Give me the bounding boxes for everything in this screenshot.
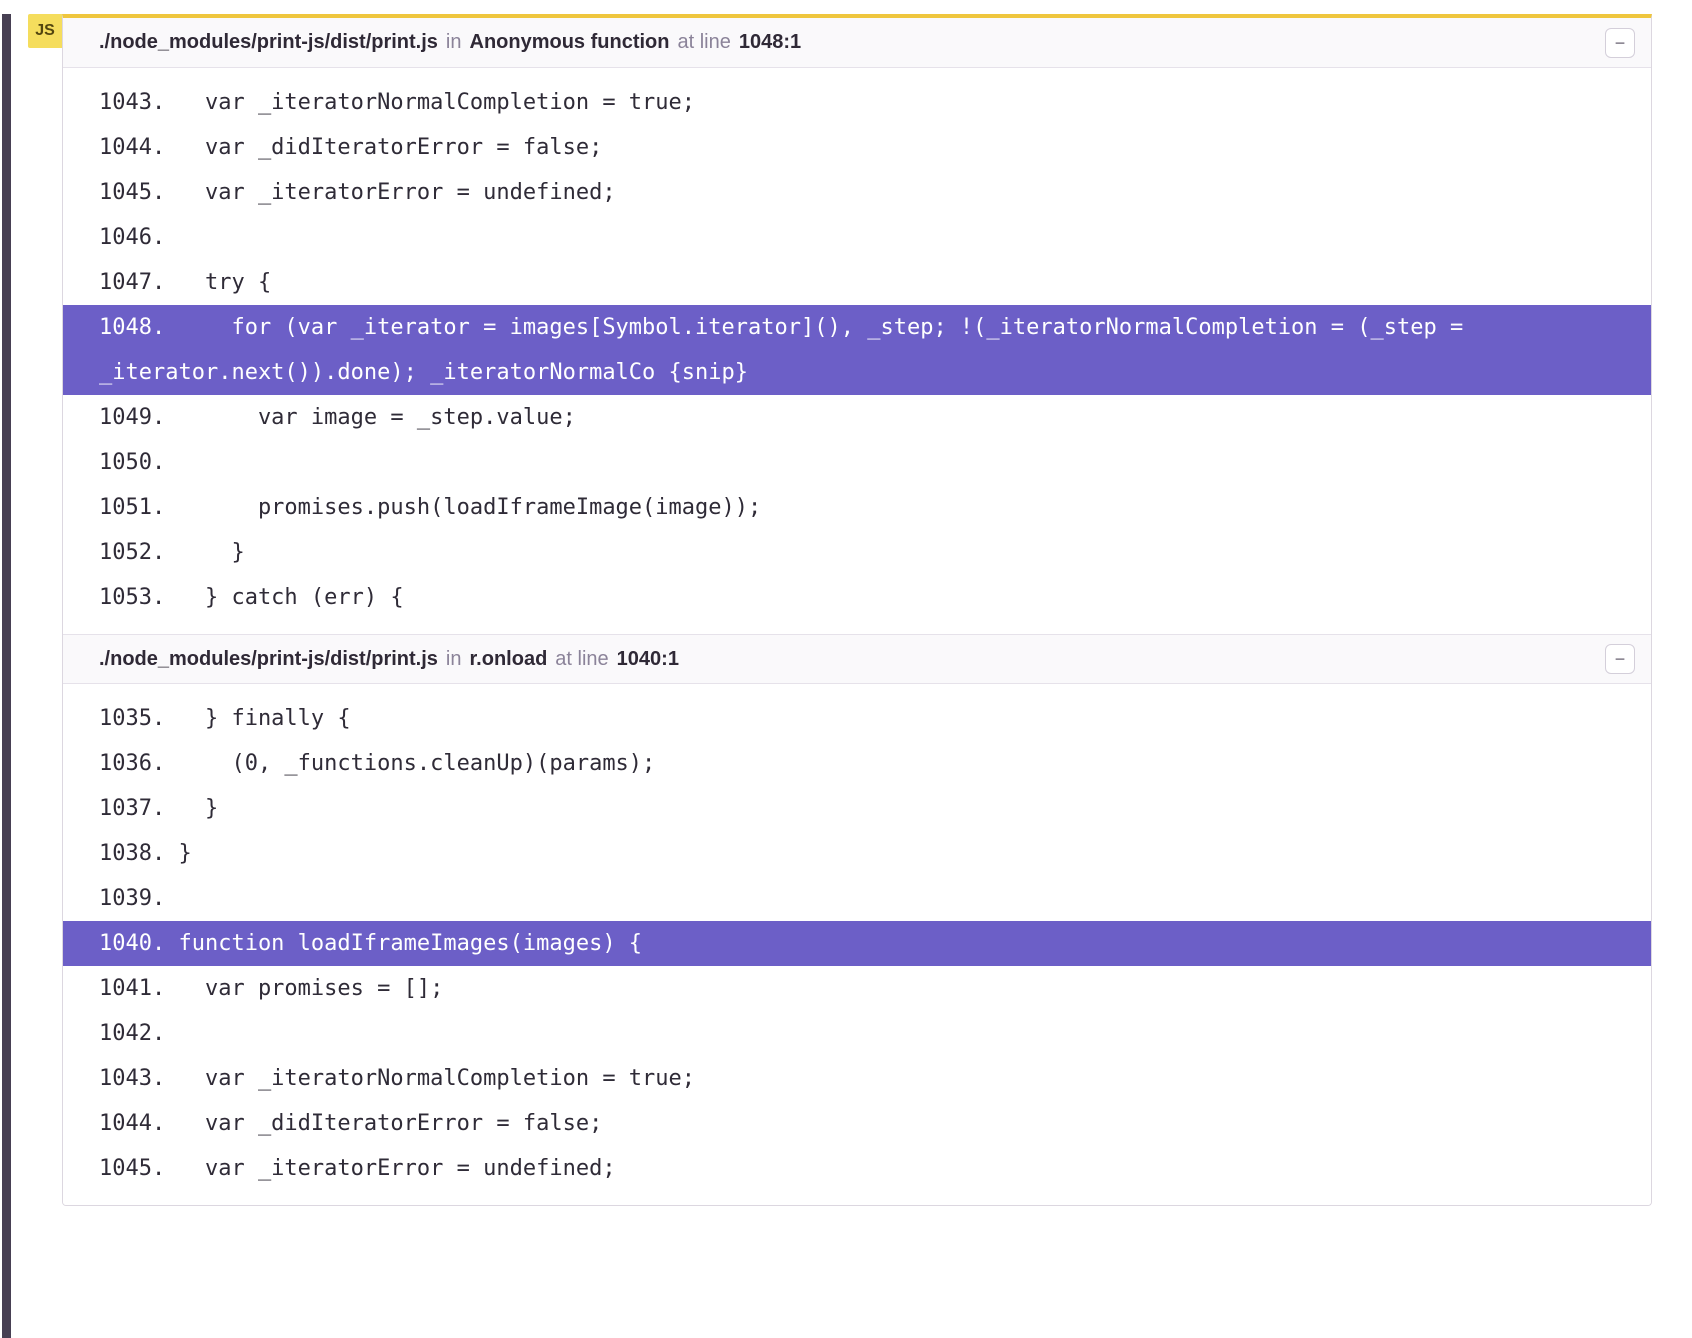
code-line: 1045. var _iteratorError = undefined;	[99, 180, 616, 205]
code-line: 1053. } catch (err) {	[99, 585, 404, 610]
code-line: 1036. (0, _functions.cleanUp)(params);	[99, 751, 656, 776]
js-badge: JS	[28, 14, 62, 48]
code-line: 1038. }	[99, 841, 192, 866]
code-line: 1051. promises.push(loadIframeImage(imag…	[99, 495, 762, 520]
in-label: in	[445, 647, 462, 670]
code-line: 1039.	[99, 886, 179, 911]
stack-frame: ./node_modules/print-js/dist/print.js in…	[63, 18, 1651, 634]
line-reference: 1048:1	[738, 31, 802, 53]
code-line: 1050.	[99, 450, 179, 475]
code-line: 1044. var _didIteratorError = false;	[99, 135, 603, 160]
code-line: 1043. var _iteratorNormalCompletion = tr…	[99, 1066, 696, 1091]
code-block: 1043. var _iteratorNormalCompletion = tr…	[63, 68, 1651, 634]
collapse-frame-button[interactable]: −	[1605, 644, 1635, 674]
code-line: 1044. var _didIteratorError = false;	[99, 1111, 603, 1136]
code-line-highlighted: 1048. for (var _iterator = images[Symbol…	[63, 305, 1651, 395]
code-line: 1052. }	[99, 540, 245, 565]
frame-header: ./node_modules/print-js/dist/print.js in…	[63, 18, 1651, 68]
code-line: 1041. var promises = [];	[99, 976, 444, 1001]
code-line: 1046.	[99, 225, 179, 250]
line-reference: 1040:1	[616, 647, 679, 670]
minus-icon: −	[1614, 649, 1626, 669]
function-name: Anonymous function	[469, 31, 670, 53]
stack-frame: ./node_modules/print-js/dist/print.js in…	[63, 634, 1651, 1205]
code-line: 1047. try {	[99, 270, 272, 295]
frame-header: ./node_modules/print-js/dist/print.js in…	[63, 634, 1651, 684]
code-line: 1045. var _iteratorError = undefined;	[99, 1156, 616, 1181]
code-line: 1035. } finally {	[99, 706, 351, 731]
collapse-frame-button[interactable]: −	[1605, 27, 1635, 58]
code-line: 1042.	[99, 1021, 179, 1046]
frame-title: ./node_modules/print-js/dist/print.js in…	[99, 648, 679, 671]
code-line: 1037. }	[99, 796, 219, 821]
code-line: 1043. var _iteratorNormalCompletion = tr…	[99, 90, 696, 115]
stack-trace-panel: ./node_modules/print-js/dist/print.js in…	[62, 14, 1652, 1206]
file-path: ./node_modules/print-js/dist/print.js	[99, 31, 438, 53]
file-path: ./node_modules/print-js/dist/print.js	[99, 647, 438, 670]
in-label: in	[445, 31, 462, 53]
code-line-highlighted: 1040. function loadIframeImages(images) …	[63, 921, 1651, 966]
at-line-label: at line	[677, 31, 731, 53]
code-line: 1049. var image = _step.value;	[99, 405, 576, 430]
left-accent-bar	[2, 14, 11, 1338]
at-line-label: at line	[555, 647, 609, 670]
code-block: 1035. } finally { 1036. (0, _functions.cl…	[63, 684, 1651, 1205]
function-name: r.onload	[469, 647, 548, 670]
frame-title: ./node_modules/print-js/dist/print.js in…	[99, 31, 801, 54]
minus-icon: −	[1614, 32, 1626, 53]
